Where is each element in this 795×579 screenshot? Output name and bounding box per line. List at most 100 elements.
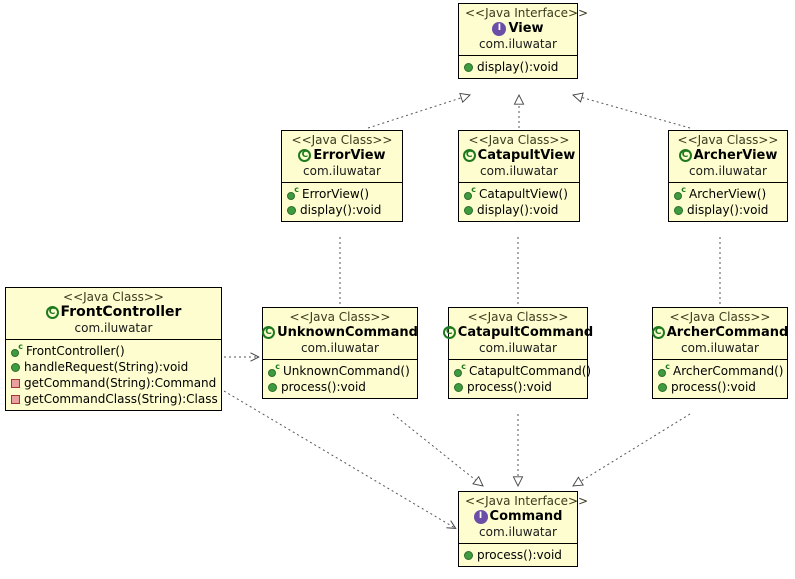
member-row: display():void bbox=[464, 59, 573, 75]
node-errorview-stereotype: <<Java Class>> bbox=[291, 133, 393, 147]
node-archercommand-title: C ArcherCommand bbox=[651, 324, 788, 341]
edge-archerview-view bbox=[573, 95, 691, 129]
constructor-icon: c bbox=[674, 185, 686, 200]
node-view-header: <<Java Interface>> I View com.iluwatar bbox=[459, 4, 589, 55]
member-row: c UnknownCommand() bbox=[268, 362, 413, 379]
member-row: c ArcherCommand() bbox=[658, 362, 784, 379]
node-unknowncommand-package: com.iluwatar bbox=[301, 341, 379, 355]
node-catapultview-package: com.iluwatar bbox=[480, 164, 558, 178]
public-member-icon bbox=[674, 205, 683, 215]
member-row: getCommand(String):Command bbox=[11, 375, 217, 391]
member-label: handleRequest(String):void bbox=[24, 360, 189, 374]
node-catapultcommand-header: <<Java Class>> C CatapultCommand com.ilu… bbox=[442, 308, 593, 359]
node-errorview-name: ErrorView bbox=[313, 148, 386, 163]
node-command-name: Command bbox=[489, 509, 563, 524]
member-row: display():void bbox=[464, 202, 575, 218]
member-label: display():void bbox=[477, 203, 559, 217]
node-view-package: com.iluwatar bbox=[479, 37, 557, 51]
node-frontcontroller-name: FrontController bbox=[60, 304, 182, 320]
node-frontcontroller-package: com.iluwatar bbox=[74, 321, 153, 335]
member-row: display():void bbox=[674, 202, 783, 218]
member-label: process():void bbox=[467, 380, 552, 394]
node-errorview-members: c ErrorView() display():void bbox=[282, 182, 402, 221]
member-label: CatapultCommand() bbox=[469, 364, 592, 378]
interface-icon: I bbox=[492, 21, 507, 36]
constructor-icon: c bbox=[268, 362, 280, 377]
node-archercommand-members: c ArcherCommand() process():void bbox=[653, 359, 787, 398]
node-errorview-package: com.iluwatar bbox=[303, 164, 381, 178]
node-unknowncommand-members: c UnknownCommand() process():void bbox=[263, 359, 417, 398]
class-icon: C bbox=[678, 149, 692, 162]
public-member-icon bbox=[454, 382, 463, 392]
node-errorview-header: <<Java Class>> C ErrorView com.iluwatar bbox=[282, 131, 402, 182]
node-command[interactable]: <<Java Interface>> I Command com.iluwata… bbox=[458, 491, 589, 567]
node-view-stereotype: <<Java Interface>> bbox=[465, 6, 589, 20]
member-row: c ArcherView() bbox=[674, 185, 783, 202]
node-archerview-title: C ArcherView bbox=[675, 147, 781, 164]
member-row: c CatapultCommand() bbox=[454, 362, 591, 379]
node-catapultcommand-package: com.iluwatar bbox=[479, 341, 557, 355]
member-label: getCommand(String):Command bbox=[24, 376, 217, 390]
node-archerview-header: <<Java Class>> C ArcherView com.iluwatar bbox=[669, 131, 787, 182]
member-label: ArcherCommand() bbox=[673, 364, 784, 378]
class-icon: C bbox=[298, 149, 312, 162]
member-label: process():void bbox=[477, 548, 562, 562]
edge-unknowncommand-command bbox=[392, 413, 483, 486]
node-archerview-name: ArcherView bbox=[693, 148, 778, 163]
class-icon: C bbox=[442, 326, 456, 339]
member-label: display():void bbox=[687, 203, 769, 217]
node-archerview-stereotype: <<Java Class>> bbox=[677, 133, 779, 147]
node-catapultcommand[interactable]: <<Java Class>> C CatapultCommand com.ilu… bbox=[442, 307, 593, 399]
public-member-icon bbox=[464, 550, 473, 560]
node-catapultview[interactable]: <<Java Class>> C CatapultView com.iluwat… bbox=[458, 130, 580, 222]
node-catapultview-name: CatapultView bbox=[477, 148, 576, 163]
public-member-icon bbox=[268, 382, 277, 392]
constructor-icon: c bbox=[454, 362, 466, 377]
node-unknowncommand-header: <<Java Class>> C UnknownCommand com.iluw… bbox=[262, 308, 418, 359]
node-frontcontroller-header: <<Java Class>> C FrontController com.ilu… bbox=[6, 288, 221, 339]
node-archercommand-stereotype: <<Java Class>> bbox=[669, 310, 771, 324]
node-errorview[interactable]: <<Java Class>> C ErrorView com.iluwatar … bbox=[281, 130, 403, 222]
member-label: ArcherView() bbox=[689, 187, 767, 201]
node-view[interactable]: <<Java Interface>> I View com.iluwatar d… bbox=[458, 3, 589, 79]
private-member-icon bbox=[11, 394, 20, 404]
node-view-name: View bbox=[508, 21, 544, 36]
member-label: process():void bbox=[281, 380, 366, 394]
member-row: c FrontController() bbox=[11, 342, 217, 359]
edge-errorview-view bbox=[367, 95, 470, 129]
member-row: c CatapultView() bbox=[464, 185, 575, 202]
node-catapultcommand-members: c CatapultCommand() process():void bbox=[449, 359, 591, 398]
node-archerview-members: c ArcherView() display():void bbox=[669, 182, 787, 221]
node-catapultview-stereotype: <<Java Class>> bbox=[468, 133, 570, 147]
node-frontcontroller[interactable]: <<Java Class>> C FrontController com.ilu… bbox=[5, 287, 222, 411]
node-frontcontroller-title: C FrontController bbox=[12, 304, 215, 321]
node-catapultview-header: <<Java Class>> C CatapultView com.iluwat… bbox=[459, 131, 579, 182]
class-icon: C bbox=[651, 326, 665, 339]
node-unknowncommand-stereotype: <<Java Class>> bbox=[289, 310, 391, 324]
member-label: FrontController() bbox=[26, 344, 125, 358]
member-label: process():void bbox=[671, 380, 756, 394]
node-archercommand[interactable]: <<Java Class>> C ArcherCommand com.iluwa… bbox=[651, 307, 788, 399]
node-archercommand-package: com.iluwatar bbox=[681, 341, 759, 355]
node-frontcontroller-stereotype: <<Java Class>> bbox=[63, 290, 164, 304]
member-label: CatapultView() bbox=[479, 187, 568, 201]
member-row: c ErrorView() bbox=[287, 185, 398, 202]
member-row: process():void bbox=[464, 547, 573, 563]
node-command-stereotype: <<Java Interface>> bbox=[465, 494, 589, 508]
node-archerview[interactable]: <<Java Class>> C ArcherView com.iluwatar… bbox=[668, 130, 788, 222]
public-member-icon bbox=[464, 205, 473, 215]
member-label: UnknownCommand() bbox=[283, 364, 410, 378]
public-member-icon bbox=[464, 62, 473, 72]
class-icon: C bbox=[45, 306, 59, 319]
class-icon: C bbox=[462, 149, 476, 162]
member-row: process():void bbox=[454, 379, 583, 395]
member-label: getCommandClass(String):Class bbox=[24, 392, 218, 406]
member-row: getCommandClass(String):Class bbox=[11, 391, 218, 407]
constructor-icon: c bbox=[658, 362, 670, 377]
node-command-header: <<Java Interface>> I Command com.iluwata… bbox=[459, 492, 589, 543]
node-unknowncommand[interactable]: <<Java Class>> C UnknownCommand com.iluw… bbox=[262, 307, 418, 399]
public-member-icon bbox=[11, 362, 20, 372]
edge-archercommand-command bbox=[573, 413, 691, 486]
member-row: process():void bbox=[658, 379, 783, 395]
